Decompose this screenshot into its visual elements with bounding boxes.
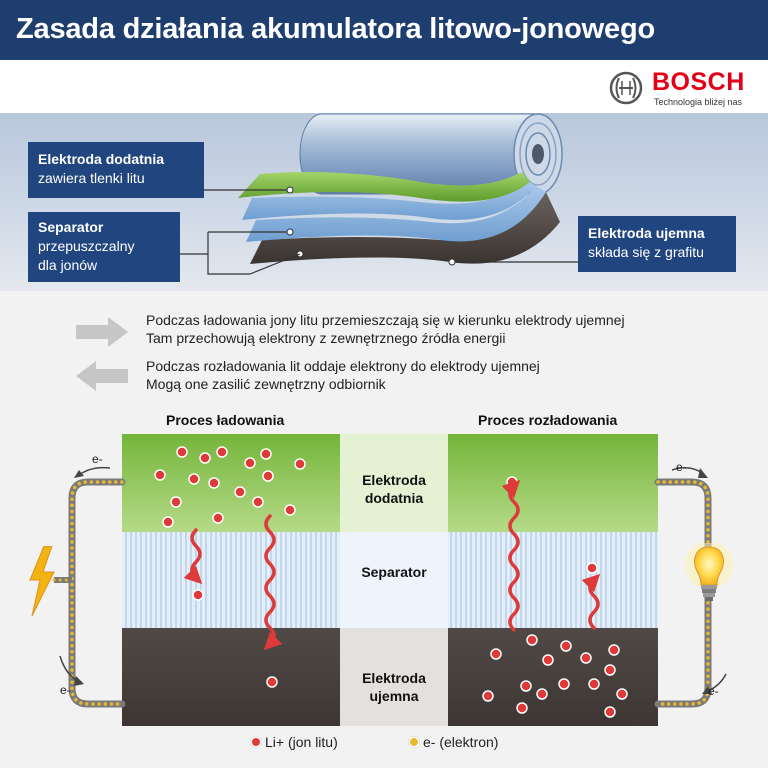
title-discharging-process: Proces rozładowania: [478, 412, 618, 428]
middle-label-separator: Separator: [361, 564, 427, 580]
info-discharging-line-1: Podczas rozładowania lit oddaje elektron…: [146, 358, 540, 374]
process-diagram: [52, 434, 727, 726]
discharging-separator: [448, 532, 658, 628]
info-charging-line-2: Tam przechowują elektrony z zewnętrznego…: [146, 330, 506, 346]
legend-ion-dot: [252, 738, 260, 746]
middle-label-positive: Elektroda dodatnia: [340, 471, 448, 507]
page-title: Zasada działania akumulatora litowo-jono…: [16, 13, 655, 45]
brand-name: BOSCH: [652, 68, 745, 96]
arrow-left-icon: [76, 361, 128, 391]
label-separator-title: Separator: [38, 219, 104, 235]
label-negative-desc: składa się z grafitu: [588, 244, 704, 260]
label-separator-desc-2: dla jonów: [38, 257, 98, 273]
middle-positive-bg: [340, 434, 448, 532]
charging-negative-electrode: [122, 628, 340, 726]
discharging-negative-electrode: [448, 628, 658, 726]
middle-label-positive-line-2: dodatnia: [364, 490, 424, 506]
legend-electron-label: e- (elektron): [423, 734, 499, 750]
arrow-right-icon: [76, 317, 128, 347]
electron-label-charging-top: e-: [92, 452, 103, 466]
info-discharging-line-2: Mogą one zasilić zewnętrzny odbiornik: [146, 376, 386, 392]
legend-electron-dot: [410, 738, 418, 746]
lightning-bolt-icon: [29, 546, 55, 616]
label-separator: Separator przepuszczalny dla jonów: [28, 212, 180, 282]
label-negative-electrode: Elektroda ujemna składa się z grafitu: [578, 216, 736, 272]
title-bar: Zasada działania akumulatora litowo-jono…: [0, 0, 768, 60]
label-negative-title: Elektroda ujemna: [588, 225, 705, 241]
middle-label-negative-line-2: ujemna: [369, 688, 419, 704]
middle-negative-bg: [340, 628, 448, 726]
battery-layers-illustration: [180, 113, 578, 275]
legend-electron: e- (elektron): [410, 734, 498, 750]
middle-separator-bg: [340, 532, 448, 628]
legend-ion: Li+ (jon litu): [252, 734, 338, 750]
electron-label-discharging-top: e-: [676, 460, 687, 474]
middle-label-negative-line-1: Elektroda: [362, 670, 426, 686]
electron-label-discharging-bottom: e-: [708, 684, 719, 698]
charging-separator: [122, 532, 340, 628]
label-positive-desc: zawiera tlenki litu: [38, 170, 145, 186]
brand-tagline: Technologia bliżej nas: [654, 97, 743, 107]
discharging-positive-electrode: [448, 434, 658, 532]
title-charging-process: Proces ładowania: [166, 412, 285, 428]
info-charging-line-1: Podczas ładowania jony litu przemieszcza…: [146, 312, 625, 328]
charging-positive-electrode: [122, 434, 340, 532]
middle-label-negative: Elektroda ujemna: [340, 669, 448, 705]
legend-ion-label: Li+ (jon litu): [265, 734, 338, 750]
middle-label-positive-line-1: Elektroda: [362, 472, 426, 488]
light-bulb-icon: [685, 543, 733, 601]
brand-logo: BOSCH Technologia bliżej nas: [608, 68, 758, 110]
label-positive-electrode: Elektroda dodatnia zawiera tlenki litu: [28, 142, 204, 198]
bosch-armature-icon: [609, 71, 643, 105]
label-separator-desc-1: przepuszczalny: [38, 238, 135, 254]
label-positive-title: Elektroda dodatnia: [38, 151, 165, 167]
electron-label-charging-bottom: e-: [60, 683, 71, 697]
